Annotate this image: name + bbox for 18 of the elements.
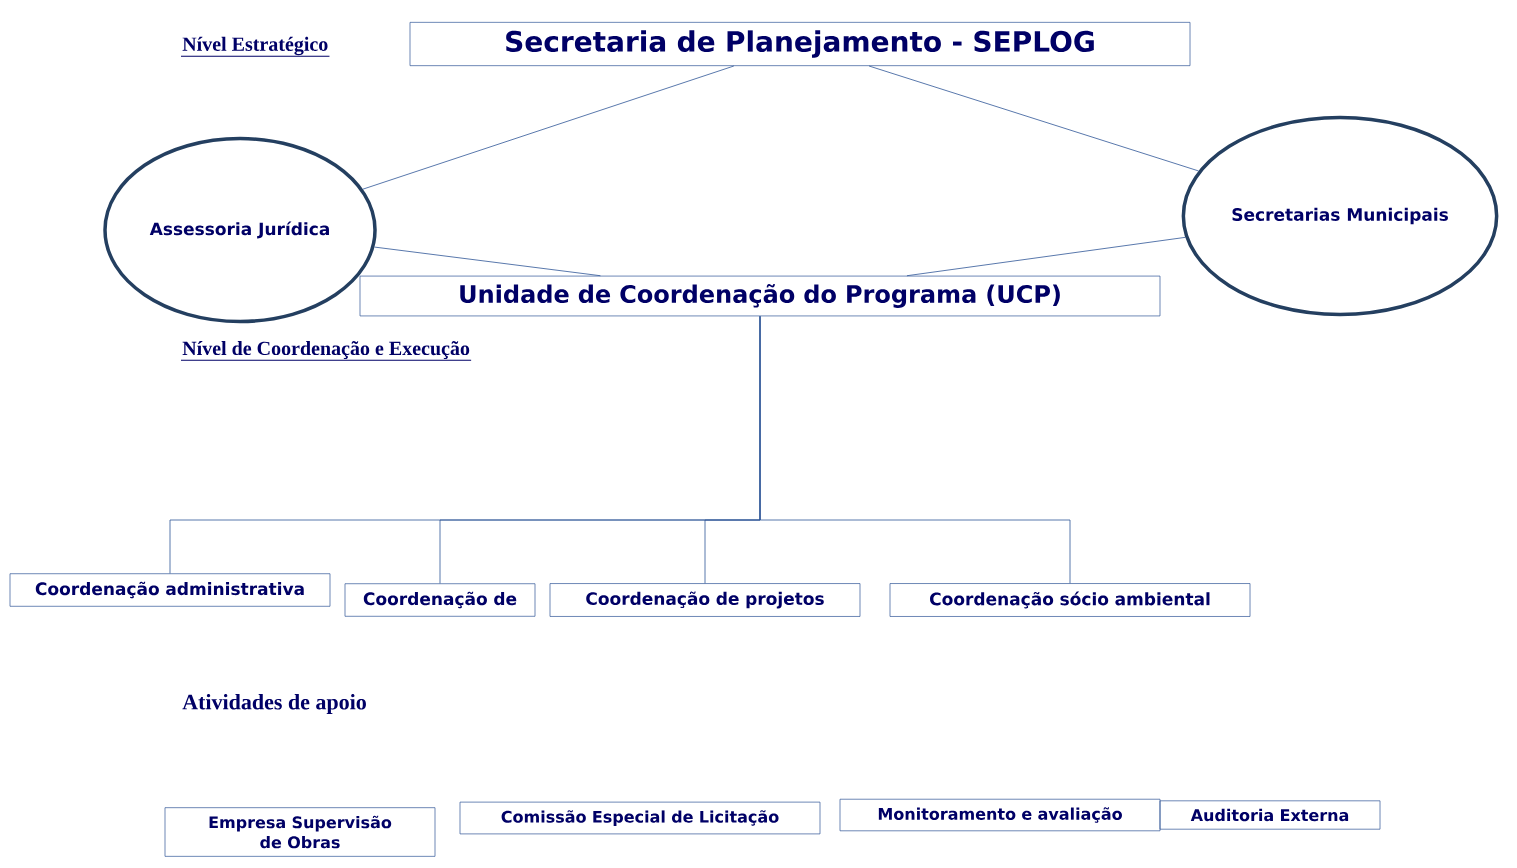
org-box: Empresa Supervisão de Obras [164,807,436,857]
org-box: Coordenação de projetos [549,583,861,617]
org-box: Monitoramento e avaliação [839,798,1161,832]
level-heading: Nível de Coordenação e Execução [180,341,472,361]
connector-line [362,65,735,190]
org-box: Auditoria Externa [1159,800,1381,830]
org-box: Comissão Especial de Licitação [459,801,821,835]
connector-line [759,315,1071,584]
connector-line [868,65,1199,172]
org-box: Coordenação de [344,583,536,617]
level-heading: Nível Estratégico [180,36,330,57]
section-heading: Atividades de apoio [182,694,366,714]
org-box: Secretaria de Planejamento - SEPLOG [409,22,1191,66]
connector-line [906,236,1186,277]
org-box: Unidade de Coordenação do Programa (UCP) [359,275,1161,317]
org-box: Coordenação administrativa [9,573,331,607]
connector-line [374,246,601,277]
org-box: Coordenação sócio ambiental [889,583,1251,617]
